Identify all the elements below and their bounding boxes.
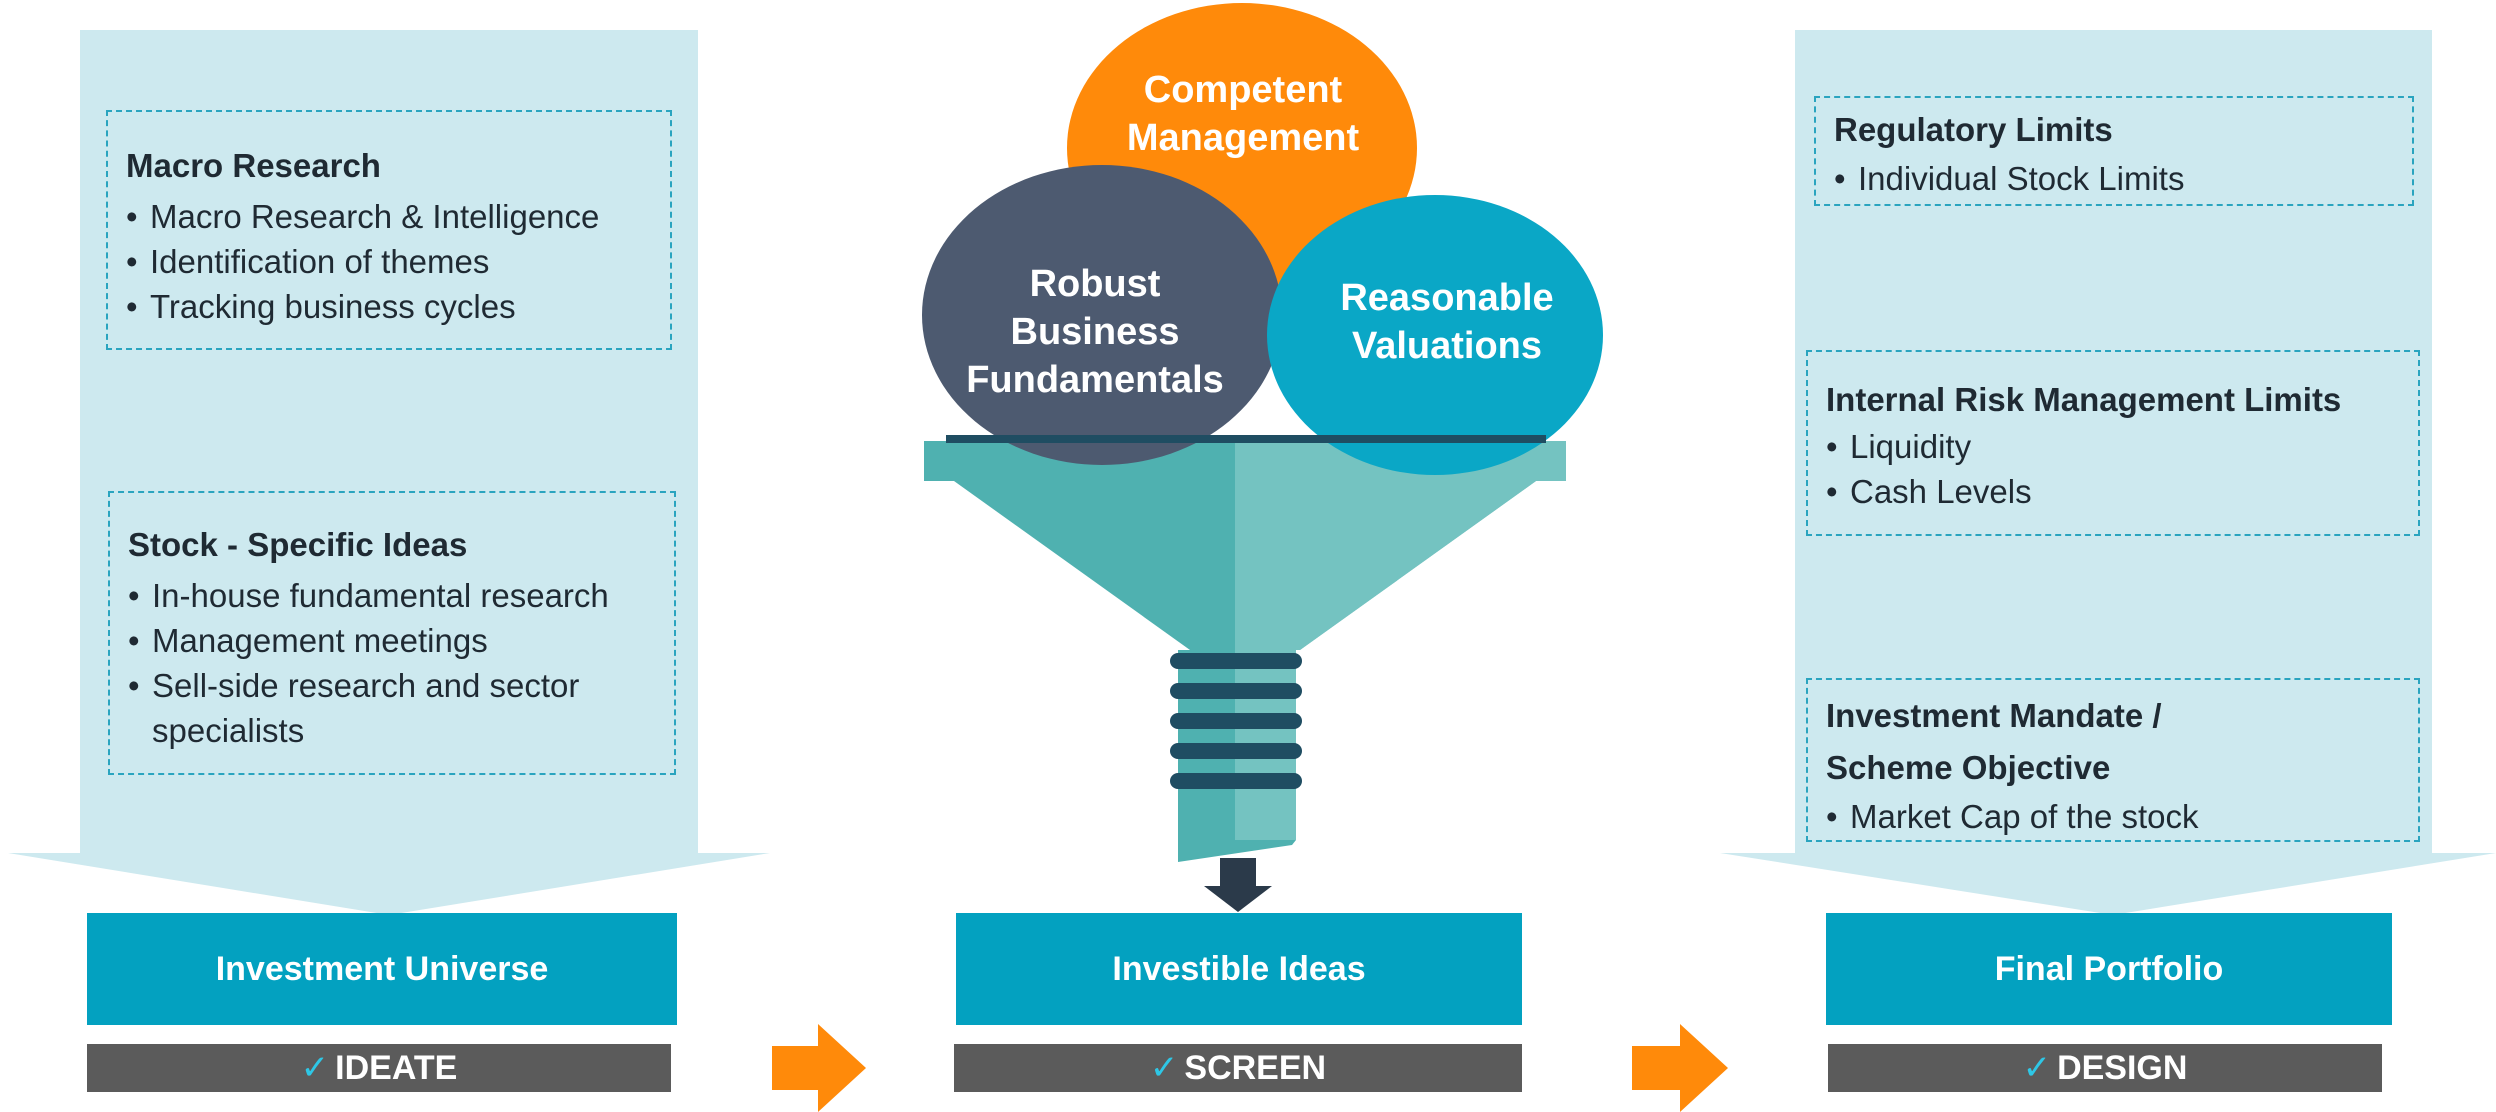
list-item: Macro Research & Intelligence (126, 194, 652, 239)
list-item: Management meetings (128, 618, 656, 663)
box-title: Macro Research (126, 147, 381, 184)
checkmark-icon: ✓ (1149, 1049, 1179, 1087)
funnel-icon (924, 441, 1566, 862)
list-item: Cash Levels (1826, 469, 2400, 514)
right-arrow-icon (772, 1024, 866, 1112)
label-reasonable-valuations: Reasonable Valuations (1340, 277, 1554, 367)
list-item: Sell-side research and sector specialist… (128, 663, 656, 753)
regulatory-limits-box: Regulatory Limits Individual Stock Limit… (1814, 96, 2414, 206)
list-item: Market Cap of the stock (1826, 794, 2400, 839)
stage-label: Investible Ideas (1112, 949, 1366, 988)
circle-robust-business (922, 165, 1282, 465)
list-item: Individual Stock Limits (1834, 156, 2394, 201)
step-screen: ✓ SCREEN (954, 1044, 1522, 1092)
checkmark-icon: ✓ (2022, 1049, 2052, 1087)
step-label: SCREEN (1184, 1048, 1327, 1087)
list-item: In-house fundamental research (128, 573, 656, 618)
funnel-rim (946, 435, 1546, 443)
bullet-list: Individual Stock Limits (1834, 156, 2394, 201)
box-title: Internal Risk Management Limits (1826, 381, 2342, 418)
macro-research-box: Macro Research Macro Research & Intellig… (106, 110, 672, 350)
down-arrow-icon (1204, 858, 1272, 912)
stage-final-portfolio: Final Portfolio (1826, 913, 2392, 1025)
box-title: Regulatory Limits (1834, 111, 2113, 148)
list-item: Tracking business cycles (126, 284, 652, 329)
circle-reasonable-valuations (1267, 195, 1603, 475)
internal-risk-limits-box: Internal Risk Management Limits Liquidit… (1806, 350, 2420, 536)
step-label: DESIGN (2057, 1048, 2188, 1087)
stage-label: Final Portfolio (1994, 949, 2224, 988)
box-title: Stock - Specific Ideas (128, 526, 468, 563)
stage-investment-universe: Investment Universe (87, 913, 677, 1025)
step-design: ✓ DESIGN (1828, 1044, 2382, 1092)
stock-specific-ideas-box: Stock - Specific Ideas In-house fundamen… (108, 491, 676, 775)
bullet-list: Market Cap of the stock (1826, 794, 2400, 839)
label-competent-management: Competent Management (1126, 69, 1360, 159)
checkmark-icon: ✓ (300, 1049, 330, 1087)
stage-investible-ideas: Investible Ideas (956, 913, 1522, 1025)
list-item: Identification of themes (126, 239, 652, 284)
bullet-list: Liquidity Cash Levels (1826, 424, 2400, 514)
list-item: Liquidity (1826, 424, 2400, 469)
step-label: IDEATE (335, 1048, 458, 1087)
stage-label: Investment Universe (215, 949, 549, 988)
label-robust-business: Robust Business Fundamentals (966, 263, 1224, 401)
bullet-list: Macro Research & Intelligence Identifica… (126, 194, 652, 329)
bullet-list: In-house fundamental research Management… (128, 573, 656, 753)
box-title: Investment Mandate / Scheme Objective (1826, 697, 2162, 786)
step-ideate: ✓ IDEATE (87, 1044, 671, 1092)
investment-mandate-box: Investment Mandate / Scheme Objective Ma… (1806, 678, 2420, 842)
right-arrow-icon (1632, 1024, 1728, 1112)
